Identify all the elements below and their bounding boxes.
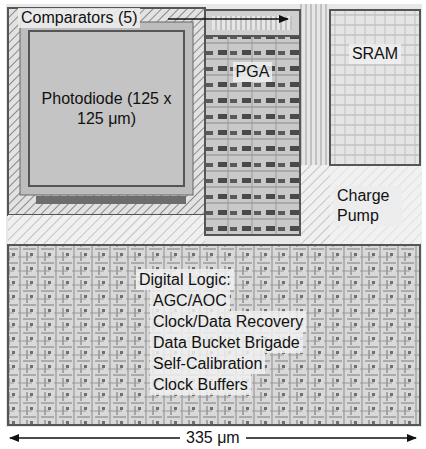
dimension-label: 335 μm	[180, 428, 246, 448]
photodiode-region: Photodiode (125 x 125 μm)	[28, 30, 185, 187]
region-title: SRAM	[349, 44, 401, 64]
region-label: Charge Pump	[334, 186, 402, 226]
pga-region: PGA	[205, 36, 300, 235]
sram-region: SRAM	[330, 10, 420, 165]
digital-logic-region: Digital Logic:AGC/AOCClock/Data Recovery…	[8, 245, 420, 425]
region-title: Digital Logic:	[136, 269, 234, 290]
region-item: AGC/AOC	[150, 290, 230, 311]
region-item: Self-Calibration	[150, 353, 265, 374]
region-item: Clock/Data Recovery	[150, 311, 306, 332]
region-title: PGA	[233, 62, 273, 82]
region-title: Photodiode (125 x 125 μm)	[39, 89, 174, 129]
region-item: Data Bucket Brigade	[150, 332, 303, 353]
region-item: Clock Buffers	[150, 374, 251, 395]
callout-label: Comparators (5)	[18, 8, 140, 28]
